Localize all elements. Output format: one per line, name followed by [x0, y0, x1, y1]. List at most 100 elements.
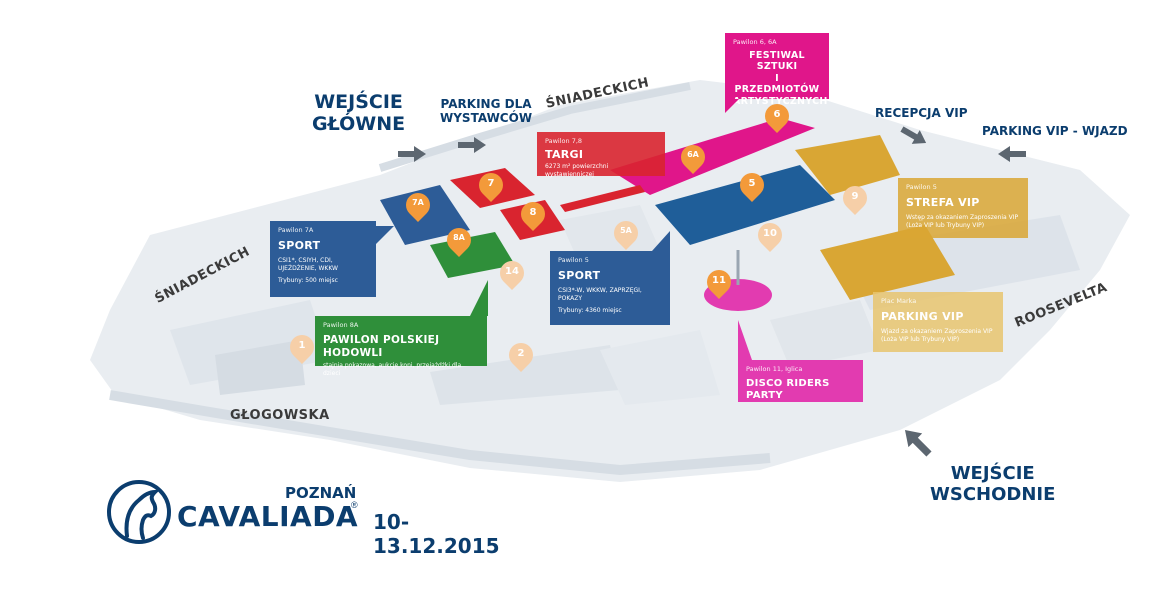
callout-sport-7a-tail [376, 226, 394, 244]
building [600, 330, 720, 405]
callout-sport-5: Pawilon 5 SPORT CSI3*-W, WKKW, ZAPRZĘGI,… [550, 251, 670, 325]
pin-14[interactable]: 14 [495, 256, 529, 291]
callout-sport-7a: Pawilon 7A SPORT CSI1*, CSIYH, CDI, UJEŻ… [270, 221, 376, 297]
vip-zone-building [795, 135, 900, 195]
exhibitor-parking-label: PARKING DLA WYSTAWCÓW [440, 97, 533, 126]
callout-caption: Pawilon 11, Iglica [746, 365, 803, 373]
callout-caption: Plac Marka [881, 297, 917, 305]
callout-caption: Pawilon 7A [278, 226, 314, 234]
callout-title: DISCO RIDERS PARTY [746, 378, 830, 401]
pin-number: 7 [487, 178, 495, 189]
pin-7[interactable]: 7 [474, 168, 508, 203]
main-entrance-line2: GŁÓWNE [312, 112, 406, 135]
east-entrance-label: WEJŚCIE WSCHODNIE [930, 463, 1056, 505]
festival-title-line1: FESTIWAL SZTUKI [749, 50, 805, 73]
pin-number: 11 [712, 275, 726, 286]
callout-caption: Pawilon 5 [558, 256, 589, 264]
pavilion-7a [380, 185, 470, 245]
callout-stands: Trybuny: 4360 miejsc [558, 307, 622, 315]
main-entrance-line1: WEJŚCIE [314, 91, 403, 113]
callout-disco: Pawilon 11, Iglica DISCO RIDERS PARTY [738, 360, 863, 402]
pin-number: 14 [505, 266, 519, 277]
exhibitor-parking-line2: WYSTAWCÓW [440, 110, 533, 125]
arrow-vip-reception-icon [900, 126, 927, 144]
pin-number: 2 [517, 348, 525, 359]
vip-reception-label: RECEPCJA VIP [875, 106, 968, 120]
pin-number: 7A [412, 198, 424, 207]
pin-7a[interactable]: 7A [401, 188, 435, 223]
pin-8[interactable]: 8 [516, 197, 550, 232]
callout-breeding-tail [470, 280, 488, 316]
pin-5a[interactable]: 5A [609, 216, 643, 251]
pin-10[interactable]: 10 [753, 218, 787, 253]
pin-number: 10 [763, 228, 777, 239]
callout-text: 6273 m² powierzchni wystawienniczej [545, 163, 609, 179]
callout-caption: Pawilon 8A [323, 321, 359, 329]
pin-number: 1 [298, 340, 306, 351]
logo-city: POZNAŃ [285, 484, 357, 502]
pin-11[interactable]: 11 [702, 265, 736, 300]
pin-number: 6 [773, 109, 781, 120]
callout-caption: Pawilon 6, 6A [733, 38, 777, 46]
logo-registered: ® [351, 500, 358, 510]
callout-festival: Pawilon 6, 6A FESTIWAL SZTUKI I PRZEDMIO… [725, 33, 829, 107]
callout-text: Wjazd za okazaniem Zaproszenia VIP (Loża… [881, 328, 993, 344]
arrow-main-entrance-icon [398, 146, 426, 162]
pin-2[interactable]: 2 [504, 338, 538, 373]
callout-text: Wstęp za okazaniem Zaproszenia VIP (Loża… [906, 214, 1019, 230]
callout-title: SPORT [558, 269, 601, 282]
east-entrance-line1: WEJŚCIE [950, 463, 1035, 484]
logo-brand: CAVALIADA [177, 500, 359, 533]
callout-text: stajnia pokazowa, aukcje koni, przejażdż… [323, 362, 462, 378]
pin-number: 5A [620, 226, 632, 235]
callout-title: PARKING VIP [881, 310, 964, 323]
callout-title: FESTIWAL SZTUKI I PRZEDMIOTÓW ARTYSTYCZN… [733, 50, 828, 107]
vip-parking-area [820, 225, 955, 300]
arrow-exhibitor-parking-icon [458, 137, 486, 153]
logo-dates: 10-13.12.2015 [373, 510, 500, 558]
arrow-east-entrance-icon [904, 429, 932, 457]
road-glogowska [109, 390, 771, 476]
cavaliada-logo: POZNAŃ CAVALIADA ® 10-13.12.2015 [105, 478, 535, 558]
pin-number: 5 [748, 178, 756, 189]
exhibitor-parking-line1: PARKING DLA [440, 97, 532, 111]
street-glogowska: GŁOGOWSKA [230, 408, 330, 423]
arrow-vip-parking-icon [998, 146, 1026, 162]
callout-caption: Pawilon 5 [906, 183, 937, 191]
building [560, 205, 660, 265]
pin-number: 8 [529, 207, 537, 218]
callout-title: STREFA VIP [906, 196, 980, 209]
callout-disco-tail [738, 320, 752, 360]
festival-title-line3: ARTYSTYCZNYCH [733, 95, 828, 107]
callout-sport-5-tail [652, 231, 670, 251]
callout-stands: Trybuny: 500 miejsc [278, 277, 338, 285]
festival-title-line2: I PRZEDMIOTÓW [734, 72, 820, 96]
horse-head-icon [107, 480, 171, 544]
callout-breeding: Pawilon 8A PAWILON POLSKIEJ HODOWLI staj… [315, 316, 487, 377]
pin-number: 6A [687, 150, 699, 159]
pin-5[interactable]: 5 [735, 168, 769, 203]
callout-vip-parking: Plac Marka PARKING VIP Wjazd za okazanie… [873, 292, 1003, 352]
main-entrance-label: WEJŚCIE GŁÓWNE [312, 91, 406, 136]
pin-1[interactable]: 1 [285, 330, 319, 365]
callout-fair: Pawilon 7,8 TARGI 6273 m² powierzchni wy… [537, 132, 665, 179]
building [430, 345, 620, 405]
callout-vip-zone: Pawilon 5 STREFA VIP Wstęp za okazaniem … [898, 178, 1028, 238]
callout-title: SPORT [278, 239, 321, 252]
east-entrance-line2: WSCHODNIE [930, 483, 1056, 505]
pin-9[interactable]: 9 [838, 181, 872, 216]
pin-6a[interactable]: 6A [676, 140, 710, 175]
callout-caption: Pawilon 7,8 [545, 137, 583, 145]
callout-text: CSI3*-W, WKKW, ZAPRZĘGI, POKAZY [558, 287, 642, 303]
building [215, 340, 305, 395]
callout-text: CSI1*, CSIYH, CDI, UJEŻDŻENIE, WKKW [278, 257, 338, 273]
pin-6[interactable]: 6 [760, 99, 794, 134]
pin-8a[interactable]: 8A [442, 223, 476, 258]
pin-number: 8A [453, 233, 465, 242]
pin-number: 9 [851, 191, 859, 202]
pavilion-5 [655, 165, 835, 245]
callout-title: PAWILON POLSKIEJ HODOWLI [323, 334, 440, 359]
callout-festival-tail [725, 99, 739, 113]
fair-connector [560, 185, 645, 212]
